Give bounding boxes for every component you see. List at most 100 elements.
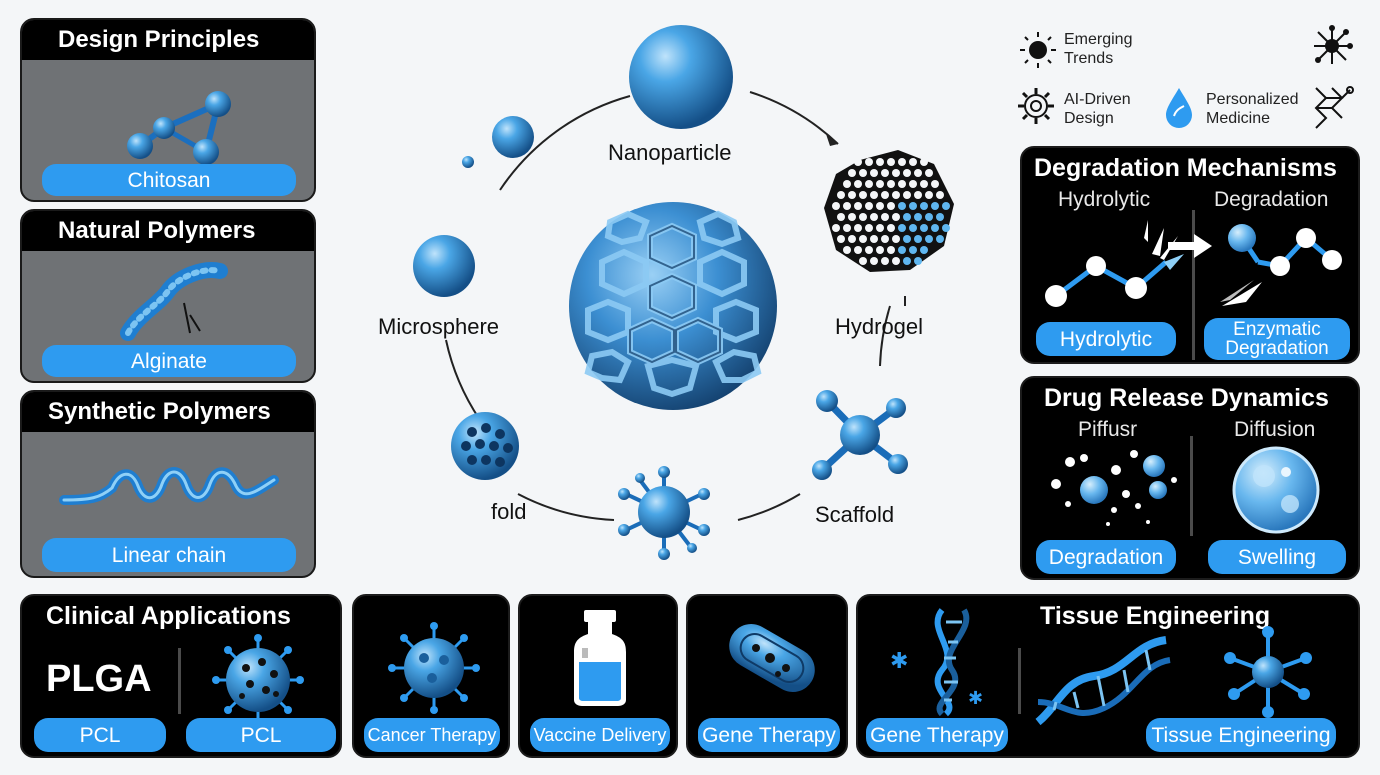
synthetic-polymers-panel: Synthetic Polymers Linear chain [20,390,316,578]
small-sphere [492,116,534,158]
polymer-helix-icon [120,262,228,341]
nanoparticle-label: Nanoparticle [608,140,732,165]
mesh-hole [892,235,900,243]
mesh-hole [892,191,900,199]
swelling-pill[interactable]: Swelling [1208,540,1346,574]
fold-label: fold [491,499,527,524]
degradation-mechanisms-panel: Degradation Mechanisms Hydrolytic Degrad… [1020,146,1360,364]
tiny-sphere [462,156,474,168]
mesh-hole [881,191,889,199]
mesh-hole [909,158,917,166]
mesh-hole [892,169,900,177]
chitosan-pill[interactable]: Chitosan [42,164,296,196]
mesh-hole [887,180,895,188]
mesh-hole [854,158,862,166]
mesh-hole [859,191,867,199]
mesh-hole [920,158,928,166]
hydrolytic-pill[interactable]: Hydrolytic [1036,322,1176,356]
mesh-hole [936,213,944,221]
ai-driven-design-label: AI-Driven Design [1064,91,1131,127]
arrow-right-icon [1168,234,1212,258]
piffusr-subtitle: Piffusr [1078,418,1138,441]
mesh-hole [843,224,851,232]
mesh-hole [909,224,917,232]
enzymatic-degradation-pill[interactable]: Enzymatic Degradation [1204,318,1350,360]
panel-title: Design Principles [22,20,314,60]
pcl-pill-1[interactable]: PCL [34,718,166,752]
mesh-hole [903,235,911,243]
mesh-hole [920,202,928,210]
mesh-hole [925,213,933,221]
mesh-hole [848,169,856,177]
hydrogel-label: Hydrogel [835,314,924,339]
swelling-sphere-icon [1232,446,1320,534]
alginate-pill[interactable]: Alginate [42,345,296,377]
mesh-hole [854,246,862,254]
mesh-hole [843,180,851,188]
cancer-cell-icon [388,622,480,714]
scaffold-label: Scaffold [815,502,895,527]
mesh-hole [925,169,933,177]
microsphere-sphere [413,235,475,297]
mesh-hole [876,158,884,166]
mesh-hole [870,257,878,265]
mesh-hole [887,246,895,254]
pcl-pill-2[interactable]: PCL [186,718,336,752]
mesh-hole [931,180,939,188]
hydrolytic-subtitle: Hydrolytic [1058,188,1151,211]
mesh-hole [903,191,911,199]
mesh-hole [859,257,867,265]
natural-polymers-panel: Natural Polymers Alginate [20,209,316,383]
mesh-hole [837,213,845,221]
mesh-hole [914,235,922,243]
emerging-trends-label: Emerging Trends [1064,31,1133,67]
mesh-hole [898,180,906,188]
mesh-hole [876,180,884,188]
diffusion-particles-icon [1051,450,1177,526]
vaccine-delivery-pill[interactable]: Vaccine Delivery [530,718,670,752]
panel-title: Clinical Applications [46,602,291,630]
mesh-hole [870,213,878,221]
center-cycle-diagram [413,25,954,560]
mesh-hole [865,246,873,254]
mesh-hole [909,246,917,254]
mesh-hole [914,191,922,199]
personalized-medicine-label: Personalized Medicine [1206,91,1299,127]
microsphere-label: Microsphere [378,314,500,339]
scaffold-network-icon [1224,626,1312,718]
gene-therapy-pill-1[interactable]: Gene Therapy [698,718,840,752]
tissue-engineering-pill[interactable]: Tissue Engineering [1146,718,1336,752]
mesh-hole [925,235,933,243]
gene-therapy-pill-2[interactable]: Gene Therapy [866,718,1008,752]
linear-chain-pill[interactable]: Linear chain [42,538,296,572]
mesh-hole [876,202,884,210]
mesh-hole [865,202,873,210]
degradation-pill[interactable]: Degradation [1036,540,1176,574]
tissue-engineering-panel: Tissue Engineering ✱ ✱ Gene Therap [856,594,1360,758]
nanoparticle-sphere [629,25,733,129]
mesh-hole [865,158,873,166]
mesh-hole [914,213,922,221]
mesh-hole [898,202,906,210]
mesh-hole [881,235,889,243]
panel-divider [1192,210,1195,360]
mesh-hole [898,246,906,254]
mesh-hole [837,235,845,243]
panel-title: Natural Polymers [22,211,314,251]
sun-icon [1020,32,1056,68]
mesh-hole [936,191,944,199]
mesh-hole [870,235,878,243]
water-drop-icon [1166,88,1192,128]
cancer-therapy-panel: Cancer Therapy [352,594,510,758]
gear-icon [1018,88,1054,124]
panel-divider [1190,436,1193,536]
panel-divider [1018,648,1021,714]
mesh-hole [843,202,851,210]
mesh-hole [854,224,862,232]
mesh-hole [854,180,862,188]
network-icon [1314,25,1353,64]
cancer-therapy-pill[interactable]: Cancer Therapy [364,718,500,752]
mesh-hole [892,213,900,221]
design-principles-panel: Design Principles Chitosan [20,18,316,202]
mesh-hole [859,213,867,221]
